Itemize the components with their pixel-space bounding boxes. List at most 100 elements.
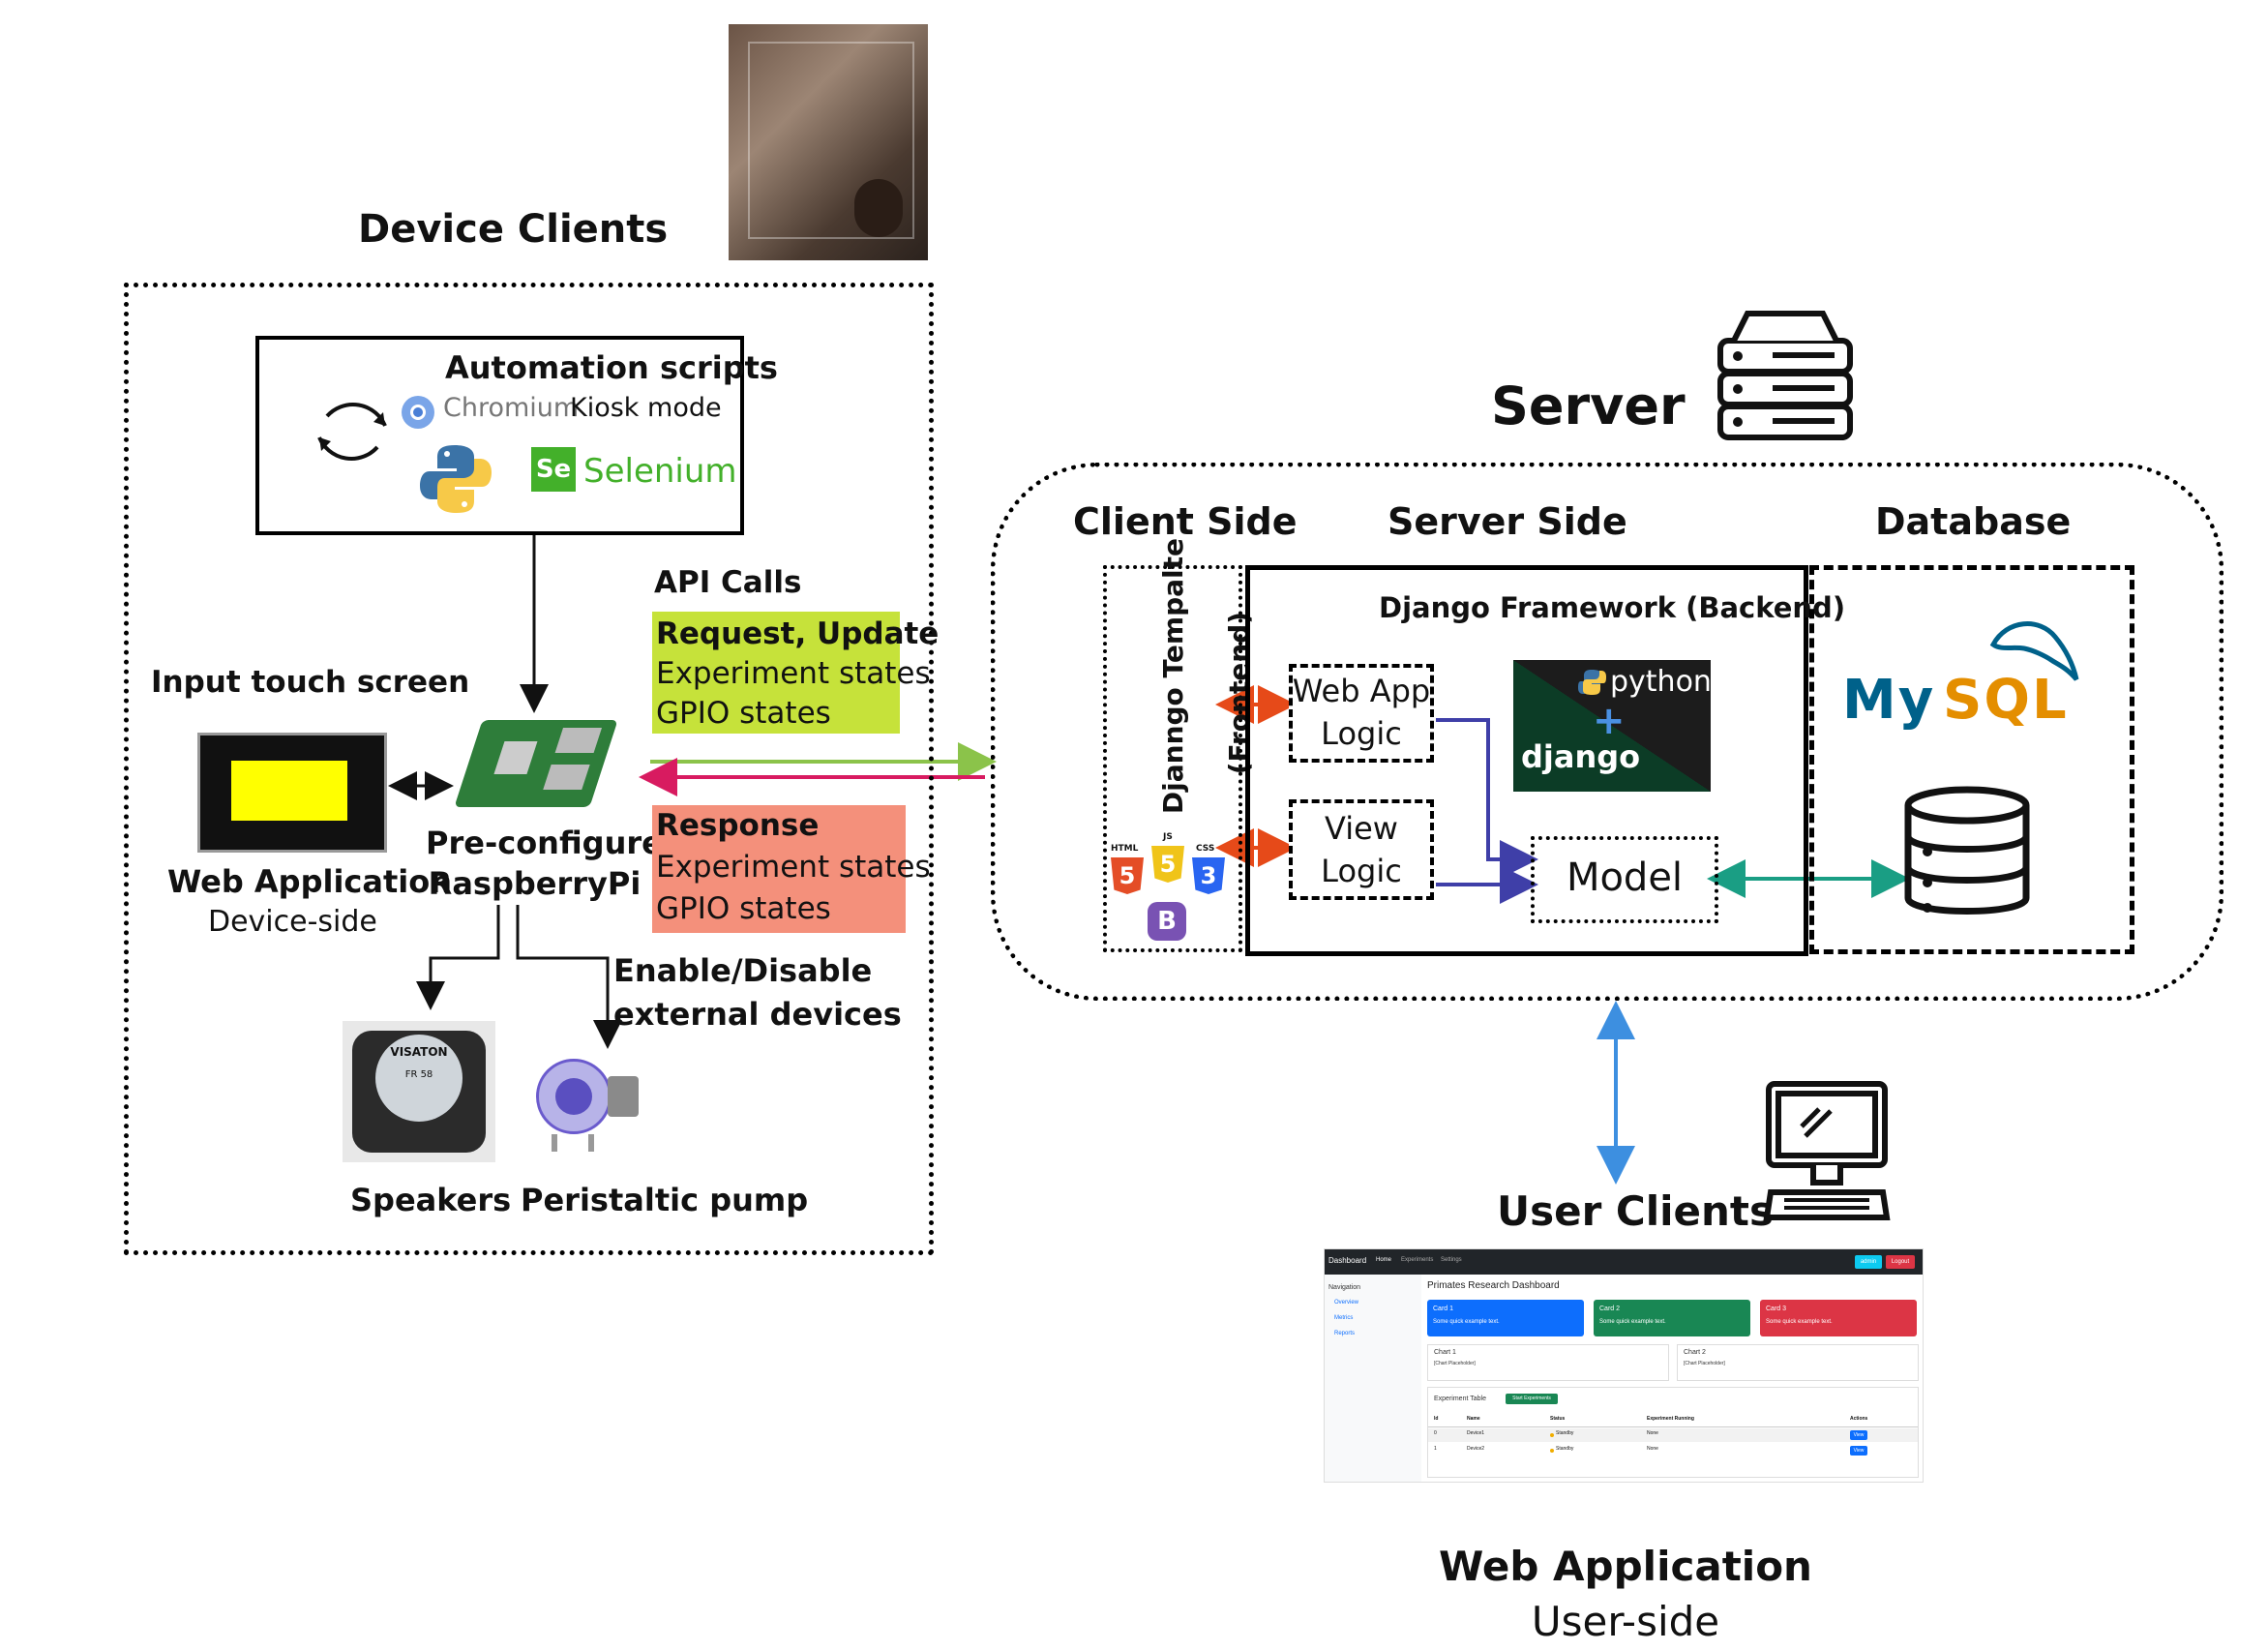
computer-icon: [1763, 1081, 1891, 1220]
sidebar-title: Navigation: [1328, 1284, 1361, 1291]
status-dot-icon: [1550, 1433, 1554, 1437]
user-web-app-subtitle: User-side: [1531, 1598, 1720, 1645]
server-side-box: [1245, 565, 1808, 956]
device-enclosure-photo: [729, 24, 928, 260]
table-header: Id Name Status Experiment Running Action…: [1428, 1415, 1918, 1427]
table-row: 1 Device2 Standby None View: [1428, 1444, 1918, 1457]
speaker-brand: VISATON: [390, 1045, 448, 1059]
request-line1: Experiment states: [656, 656, 931, 691]
css3-icon: CSS 3: [1192, 844, 1227, 896]
python-logo-icon: [420, 445, 492, 513]
device-web-app-title: Web Application: [167, 863, 453, 900]
touch-screen-display: [231, 761, 347, 821]
raspberry-pi-board: [454, 720, 618, 807]
server-title: Server: [1491, 375, 1686, 436]
django-text: django: [1521, 738, 1641, 775]
admin-button[interactable]: admin: [1855, 1255, 1882, 1269]
mysql-dolphin-icon: [1989, 621, 2079, 681]
device-clients-boundary: [124, 283, 934, 1255]
database-cylinder-icon: [1904, 786, 2030, 915]
model-box: [1531, 836, 1718, 923]
card-3: Card 3 Some quick example text.: [1760, 1300, 1917, 1336]
sidebar-item-metrics[interactable]: Metrics: [1334, 1315, 1354, 1321]
logout-button[interactable]: Logout: [1886, 1255, 1915, 1269]
view-button[interactable]: View: [1850, 1446, 1867, 1456]
database-box: [1809, 565, 2134, 954]
chromium-icon: [402, 396, 434, 429]
chart-2: Chart 2 [Chart Placeholder]: [1677, 1344, 1919, 1381]
response-title: Response: [656, 808, 820, 843]
django-framework-title: Django Framework (Backend): [1379, 591, 1846, 624]
nav-settings[interactable]: Settings: [1441, 1257, 1462, 1263]
python-text: python: [1610, 665, 1712, 699]
request-highlight: [652, 612, 900, 734]
enable-disable-line2: external devices: [613, 996, 902, 1033]
experiment-table: Experiment Table Start Experiments Id Na…: [1427, 1387, 1919, 1478]
experiment-table-title: Experiment Table: [1434, 1396, 1486, 1402]
client-side-header: Client Side: [1073, 500, 1298, 543]
mysql-logo: My SQL: [1842, 612, 2094, 737]
raspberry-pi-line2: RaspberryPi: [428, 865, 642, 902]
mysql-sql: SQL: [1943, 669, 2069, 732]
server-rack-icon: [1717, 311, 1853, 440]
python-mini-icon: [1578, 670, 1606, 695]
sidebar-item-reports[interactable]: Reports: [1334, 1331, 1356, 1336]
dashboard-navbar: Dashboard Home Experiments Settings admi…: [1325, 1249, 1923, 1275]
arrow-pi-to-pump: [516, 905, 622, 1049]
mysql-my: My: [1842, 669, 1936, 732]
view-logic-line1: View: [1325, 810, 1398, 847]
nav-home[interactable]: Home: [1376, 1257, 1392, 1263]
selenium-label: Selenium: [583, 452, 737, 491]
view-button[interactable]: View: [1850, 1430, 1867, 1440]
dashboard-sidebar: Navigation Overview Metrics Reports: [1325, 1275, 1421, 1482]
device-web-app-subtitle: Device-side: [208, 905, 377, 939]
server-boundary: [991, 463, 2223, 1001]
request-line2: GPIO states: [656, 696, 831, 731]
chromium-label: Chromium: [443, 393, 580, 423]
view-logic-box: [1289, 799, 1434, 900]
refresh-cycle-icon: [317, 403, 387, 461]
response-highlight: [652, 805, 906, 933]
user-dashboard-screenshot: Dashboard Home Experiments Settings admi…: [1324, 1248, 1924, 1483]
server-side-header: Server Side: [1388, 500, 1627, 543]
django-template-label: Djanngo Tempalte (Frontend): [1138, 538, 1255, 832]
input-touch-screen-label: Input touch screen: [151, 665, 470, 700]
bootstrap-icon: B: [1148, 902, 1186, 941]
automation-scripts-title: Automation scripts: [445, 349, 778, 386]
touch-screen-device: [197, 733, 387, 853]
selenium-icon: Se: [531, 447, 576, 492]
table-row: 0 Device1 Standby None View: [1428, 1428, 1918, 1442]
peristaltic-pump-image: [532, 1053, 641, 1154]
js-icon: JS 5: [1151, 832, 1186, 885]
model-label: Model: [1566, 856, 1684, 900]
enable-disable-line1: Enable/Disable: [613, 952, 873, 989]
client-side-box: [1103, 565, 1242, 952]
python-django-logo: python + django: [1513, 660, 1712, 792]
user-web-app-title: Web Application: [1439, 1543, 1812, 1590]
web-app-logic-line1: Web App: [1292, 673, 1431, 709]
database-header: Database: [1875, 500, 2072, 543]
django-template-line1: Djanngo Tempalte: [1156, 538, 1189, 815]
request-title: Request, Update: [656, 616, 940, 651]
response-line1: Experiment states: [656, 850, 931, 885]
nav-experiments[interactable]: Experiments: [1401, 1257, 1434, 1263]
card-2: Card 2 Some quick example text.: [1594, 1300, 1750, 1336]
speaker-model: FR 58: [404, 1069, 433, 1080]
device-clients-title: Device Clients: [358, 207, 669, 252]
card-1: Card 1 Some quick example text.: [1427, 1300, 1584, 1336]
sidebar-item-overview[interactable]: Overview: [1334, 1300, 1359, 1306]
start-experiments-button[interactable]: Start Experiments: [1506, 1394, 1558, 1404]
arrow-webapp-to-model: [1436, 718, 1538, 879]
api-calls-title: API Calls: [654, 565, 802, 600]
dashboard-brand[interactable]: Dashboard: [1328, 1256, 1367, 1265]
user-clients-title: User Clients: [1497, 1187, 1775, 1235]
kiosk-mode-label: Kiosk mode: [570, 393, 722, 423]
automation-scripts-box: [255, 336, 744, 535]
pump-label: Peristaltic pump: [521, 1182, 809, 1218]
dashboard-heading: Primates Research Dashboard: [1427, 1280, 1560, 1291]
status-dot-icon: [1550, 1449, 1554, 1453]
view-logic-line2: Logic: [1321, 853, 1402, 889]
chart-1: Chart 1 [Chart Placeholder]: [1427, 1344, 1669, 1381]
web-app-logic-line2: Logic: [1321, 715, 1402, 752]
web-app-logic-box: [1289, 664, 1434, 763]
